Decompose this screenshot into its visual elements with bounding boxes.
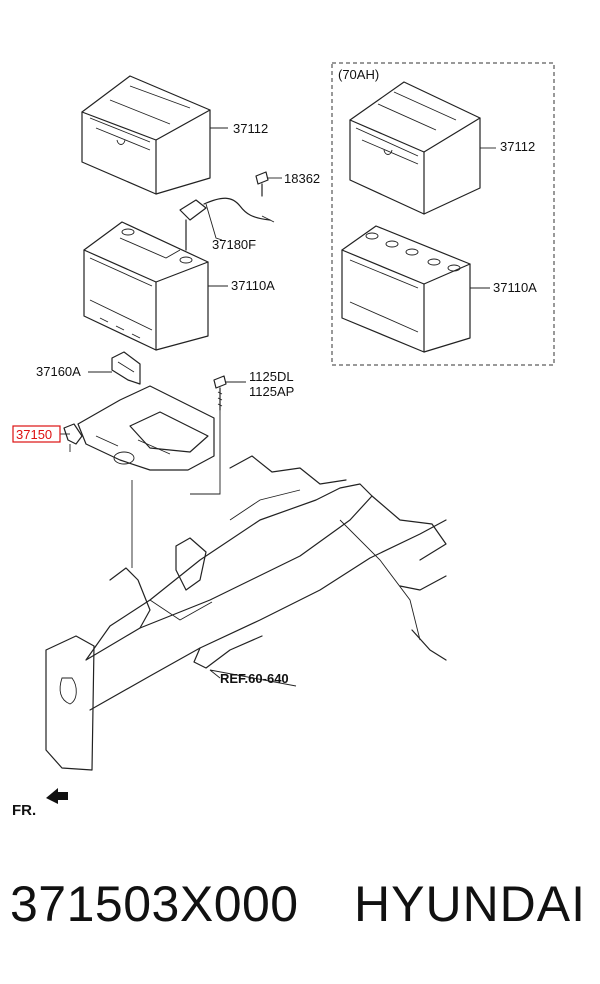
battery-left (83, 221, 209, 351)
callout-37150-highlight-box (12, 425, 61, 443)
battery-cover-left (81, 75, 211, 195)
battery-clamp (111, 351, 141, 385)
bolt-18362 (255, 171, 269, 197)
battery-tray (63, 385, 215, 471)
bolt-1125 (213, 375, 227, 411)
callout-37110A-left: 37110A (231, 278, 275, 293)
callout-18362: 18362 (284, 171, 320, 186)
part-number: 371503X000 (10, 876, 299, 932)
callout-1125DL: 1125DL (249, 369, 294, 384)
callout-37150[interactable]: 37150 (16, 427, 52, 442)
battery-sensor-cable (179, 197, 275, 251)
reference-label: REF.60-640 (220, 671, 289, 686)
front-arrow-icon (46, 788, 68, 804)
front-label: FR. (12, 802, 36, 819)
callout-37112-left: 37112 (233, 121, 268, 136)
variant-70ah-panel (331, 62, 555, 366)
variant-label: (70AH) (338, 67, 379, 82)
callout-37110A-right: 37110A (493, 280, 537, 295)
brand-name: HYUNDAI (354, 876, 587, 932)
leader-lines (60, 127, 297, 687)
callout-37112-right: 37112 (500, 139, 535, 154)
callout-1125AP: 1125AP (249, 384, 294, 399)
callout-37180F: 37180F (212, 237, 256, 252)
callout-37160A: 37160A (36, 364, 81, 379)
footer: 371503X000 HYUNDAI (0, 875, 600, 955)
chassis-frame (45, 455, 447, 771)
